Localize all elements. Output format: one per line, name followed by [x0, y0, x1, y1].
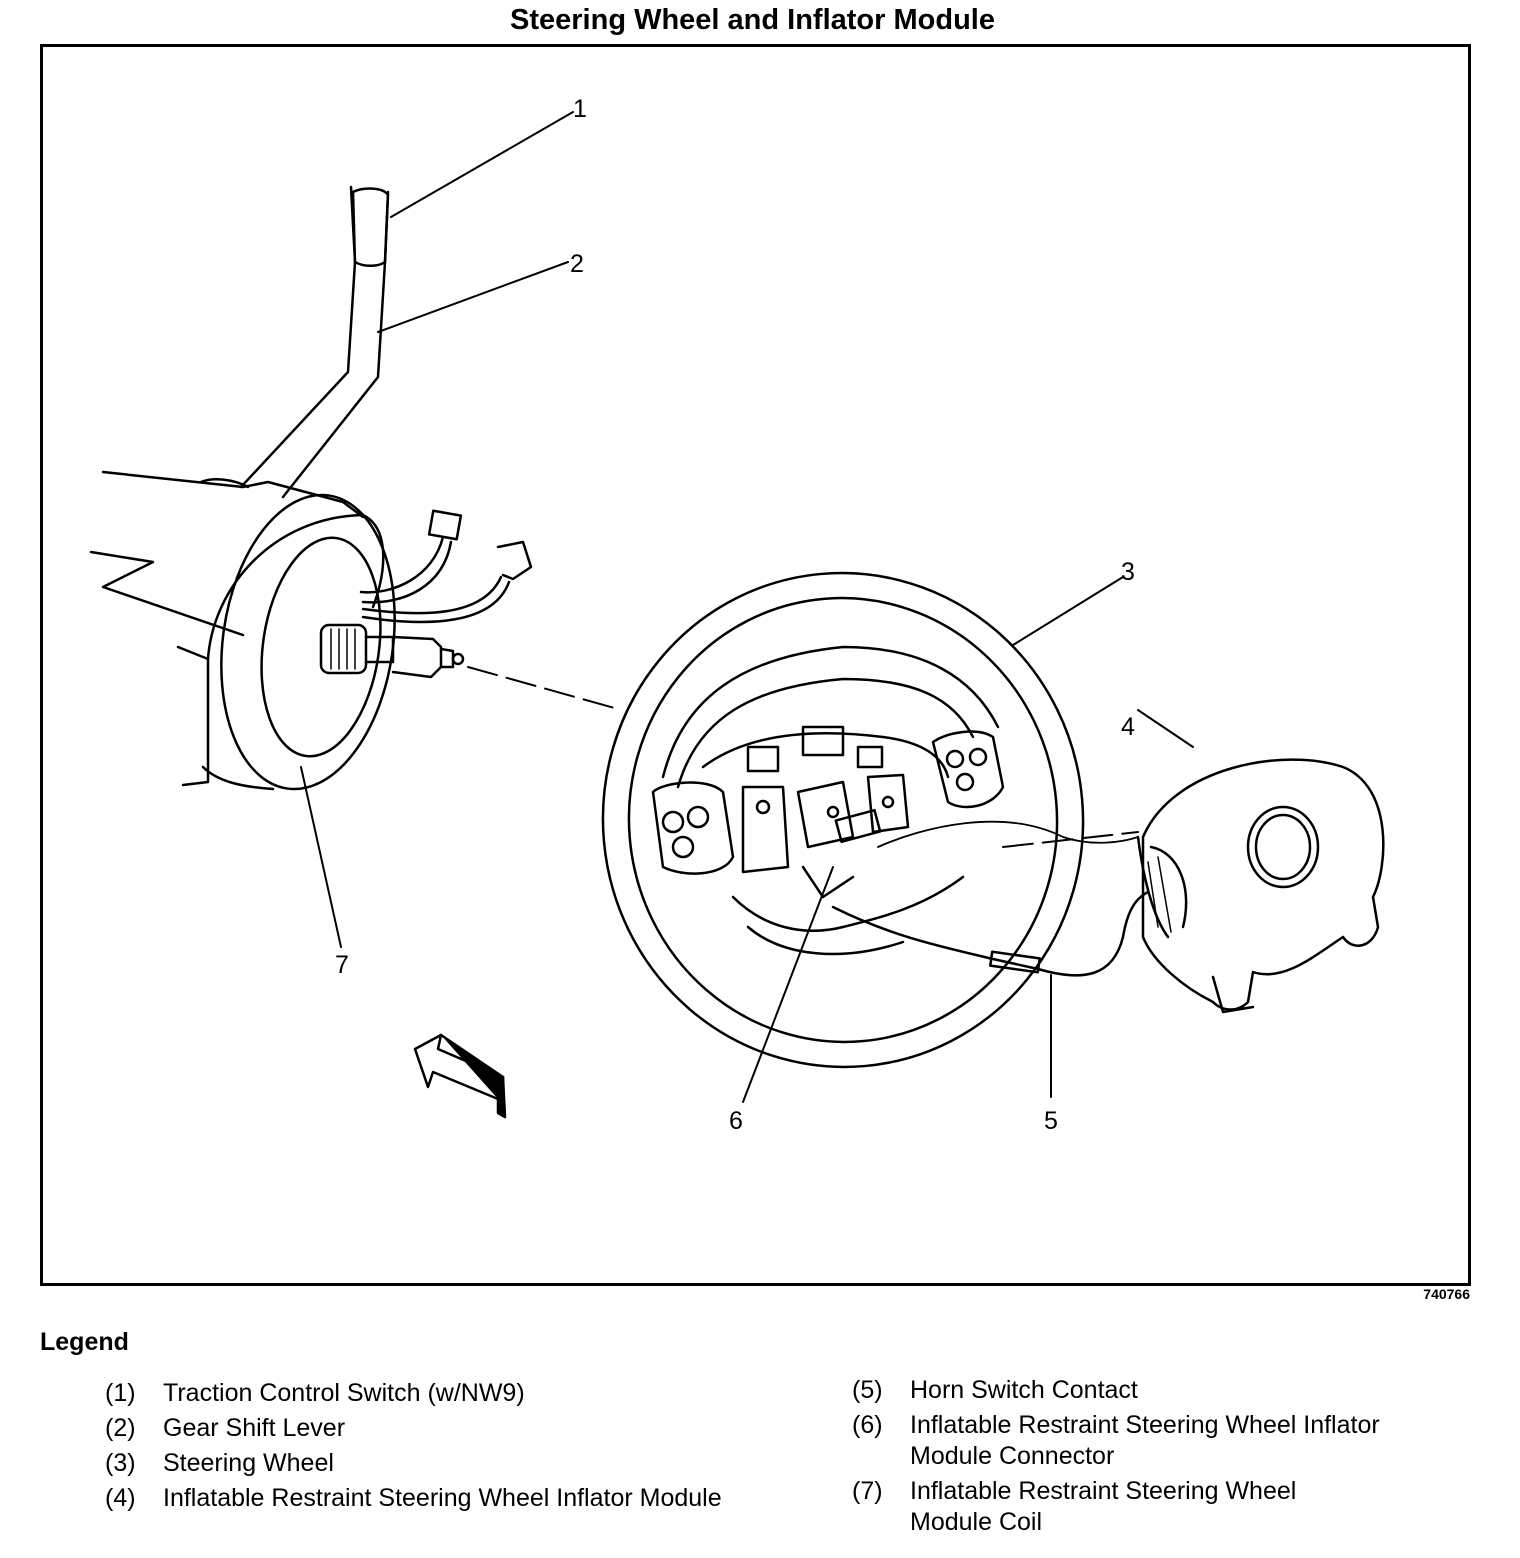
legend-text: Inflatable Restraint Steering Wheel Modu…	[910, 1477, 1297, 1536]
legend-item: (6) Inflatable Restraint Steering Wheel …	[852, 1410, 1492, 1472]
figure-id: 740766	[1423, 1286, 1470, 1302]
callout-1: 1	[573, 95, 587, 123]
legend-text: Gear Shift Lever	[163, 1414, 346, 1442]
callout-2: 2	[570, 250, 584, 278]
legend-item: (3) Steering Wheel	[105, 1448, 785, 1479]
legend-number: (5)	[852, 1376, 883, 1404]
legend-column-left: (1) Traction Control Switch (w/NW9) (2) …	[105, 1378, 785, 1518]
legend-heading: Legend	[40, 1328, 129, 1356]
callout-7: 7	[335, 951, 349, 979]
legend-number: (1)	[105, 1379, 136, 1407]
view-direction-arrow	[413, 1033, 507, 1119]
legend-text: Steering Wheel	[163, 1449, 334, 1477]
steering-wheel	[601, 571, 1085, 1069]
legend-number: (2)	[105, 1414, 136, 1442]
exploded-view-drawing: 1 2 3 4 5 6 7	[89, 95, 1385, 1135]
steering-column	[89, 470, 396, 791]
callout-labels: 1 2 3 4 5 6 7	[335, 95, 1135, 1135]
inflator-module	[1136, 758, 1385, 1014]
legend-text: Horn Switch Contact	[910, 1376, 1138, 1404]
legend-item: (2) Gear Shift Lever	[105, 1413, 785, 1444]
alignment-line-shaft	[467, 666, 619, 710]
legend-item: (5) Horn Switch Contact	[852, 1375, 1492, 1406]
traction-control-switch	[349, 185, 390, 264]
coil-wires	[359, 509, 533, 624]
legend-text: Inflatable Restraint Steering Wheel Infl…	[910, 1411, 1380, 1470]
legend-column-right: (5) Horn Switch Contact (6) Inflatable R…	[852, 1375, 1492, 1542]
leader-lines	[300, 111, 1194, 1103]
legend-number: (3)	[105, 1449, 136, 1477]
callout-5: 5	[1044, 1107, 1058, 1135]
diagram-frame: 1 2 3 4 5 6 7	[40, 44, 1471, 1286]
gear-shift-lever	[239, 187, 390, 499]
legend-item: (4) Inflatable Restraint Steering Wheel …	[105, 1483, 785, 1514]
legend-text: Inflatable Restraint Steering Wheel Infl…	[163, 1484, 722, 1512]
legend-text: Traction Control Switch (w/NW9)	[163, 1379, 525, 1407]
legend-item: (7) Inflatable Restraint Steering Wheel …	[852, 1476, 1492, 1538]
diagram-title: Steering Wheel and Inflator Module	[510, 4, 995, 36]
callout-4: 4	[1121, 713, 1135, 741]
legend-item: (1) Traction Control Switch (w/NW9)	[105, 1378, 785, 1409]
legend-number: (7)	[852, 1477, 883, 1505]
legend-number: (6)	[852, 1411, 883, 1439]
callout-6: 6	[729, 1107, 743, 1135]
horn-switch-contact-lead	[831, 820, 1150, 977]
steering-shaft	[319, 623, 465, 679]
legend-number: (4)	[105, 1484, 136, 1512]
callout-3: 3	[1121, 558, 1135, 586]
